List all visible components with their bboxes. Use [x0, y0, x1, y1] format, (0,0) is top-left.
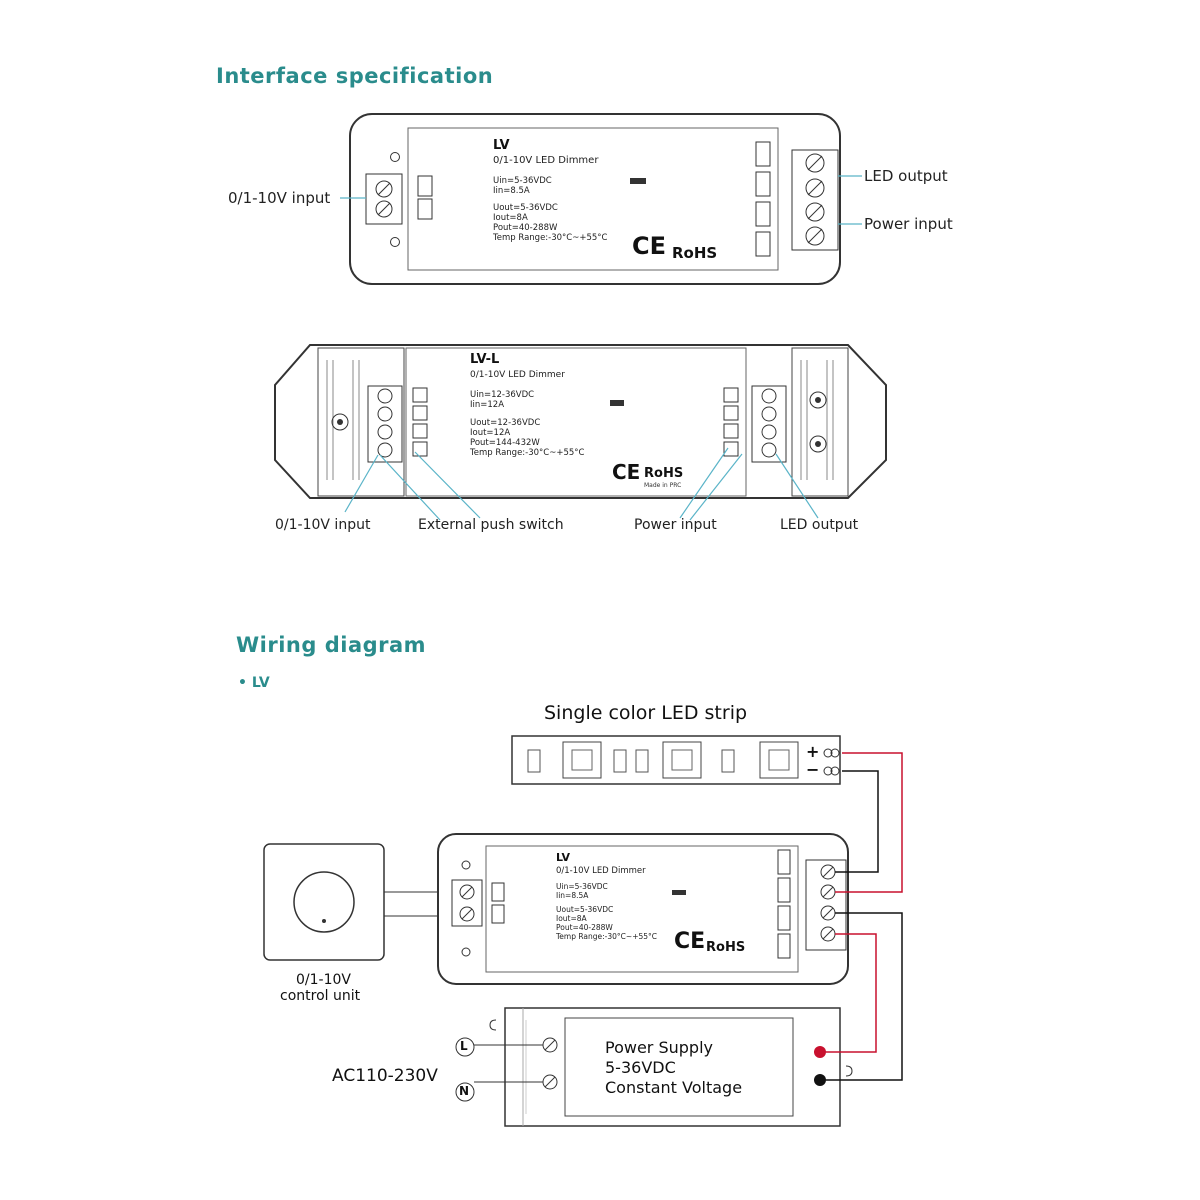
wiring-rohs-mark: RoHS [706, 940, 746, 955]
wiring-lv-subtitle: 0/1-10V LED Dimmer [556, 866, 646, 876]
lvl-title: LV-L [470, 352, 500, 367]
wiring-drawing [263, 735, 903, 1127]
lv-ce-mark: CE [632, 232, 667, 260]
lvl-spec-out-1: Uout=12-36VDC [470, 418, 541, 428]
strip-plus: + [806, 742, 820, 761]
strip-title: Single color LED strip [544, 702, 748, 724]
wiring-lv-title: LV [556, 851, 571, 864]
lv-rohs-mark: RoHS [672, 244, 718, 262]
interface-title: Interface specification [216, 64, 494, 88]
lvl-spec-out-4: Temp Range:-30°C~+55°C [470, 448, 585, 458]
lvl-label-led-output: LED output [780, 517, 859, 533]
ac-voltage-label: AC110-230V [332, 1066, 438, 1086]
lvl-made-in: Made in PRC [644, 482, 682, 489]
lvl-label-power-input: Power input [634, 517, 717, 533]
lvl-spec-in-2: Iin=12A [470, 400, 505, 410]
wiring-lv-spec-out-2: Iout=8A [556, 914, 587, 923]
lv-spec-out-1: Uout=5-36VDC [493, 203, 558, 213]
lv-device-drawing [340, 113, 862, 285]
psu-line1: Power Supply [605, 1038, 713, 1057]
wiring-lv-spec-in-2: Iin=8.5A [556, 891, 589, 900]
lvl-rohs-mark: RoHS [644, 466, 684, 481]
lv-label-power-input: Power input [864, 215, 953, 233]
lvl-spec-in-1: Uin=12-36VDC [470, 390, 535, 400]
lv-title: LV [493, 138, 510, 153]
wiring-lv-spec-in-1: Uin=5-36VDC [556, 882, 608, 891]
lvl-label-input: 0/1-10V input [275, 517, 371, 533]
wiring-lv-spec-out-4: Temp Range:-30°C~+55°C [556, 932, 658, 941]
lv-label-led-output: LED output [864, 167, 948, 185]
wiring-title: Wiring diagram [236, 633, 427, 657]
live-terminal-label: L [460, 1039, 468, 1053]
lv-label-input: 0/1-10V input [228, 189, 331, 207]
lvl-label-push: External push switch [418, 517, 564, 533]
psu-line3: Constant Voltage [605, 1078, 743, 1097]
lv-subtitle: 0/1-10V LED Dimmer [493, 155, 599, 166]
lv-spec-out-2: Iout=8A [493, 213, 528, 223]
lvl-device-drawing [274, 344, 887, 521]
wiring-ce-mark: CE [674, 929, 706, 954]
control-unit-line2: control unit [280, 988, 361, 1004]
lvl-ce-mark: CE [612, 460, 641, 484]
strip-minus: − [806, 760, 820, 779]
psu-line2: 5-36VDC [605, 1058, 676, 1077]
lv-spec-out-4: Temp Range:-30°C~+55°C [493, 233, 608, 243]
wiring-lv-spec-out-1: Uout=5-36VDC [556, 905, 614, 914]
wiring-subtitle: • LV [238, 675, 270, 691]
neutral-terminal-label: N [459, 1084, 470, 1098]
lvl-spec-out-2: Iout=12A [470, 428, 511, 438]
lvl-subtitle: 0/1-10V LED Dimmer [470, 370, 565, 380]
wiring-lv-spec-out-3: Pout=40-288W [556, 923, 613, 932]
lv-spec-in-2: Iin=8.5A [493, 186, 530, 196]
lvl-spec-out-3: Pout=144-432W [470, 438, 540, 448]
lv-spec-out-3: Pout=40-288W [493, 223, 558, 233]
lv-spec-in-1: Uin=5-36VDC [493, 176, 552, 186]
control-unit-line1: 0/1-10V [296, 972, 351, 988]
